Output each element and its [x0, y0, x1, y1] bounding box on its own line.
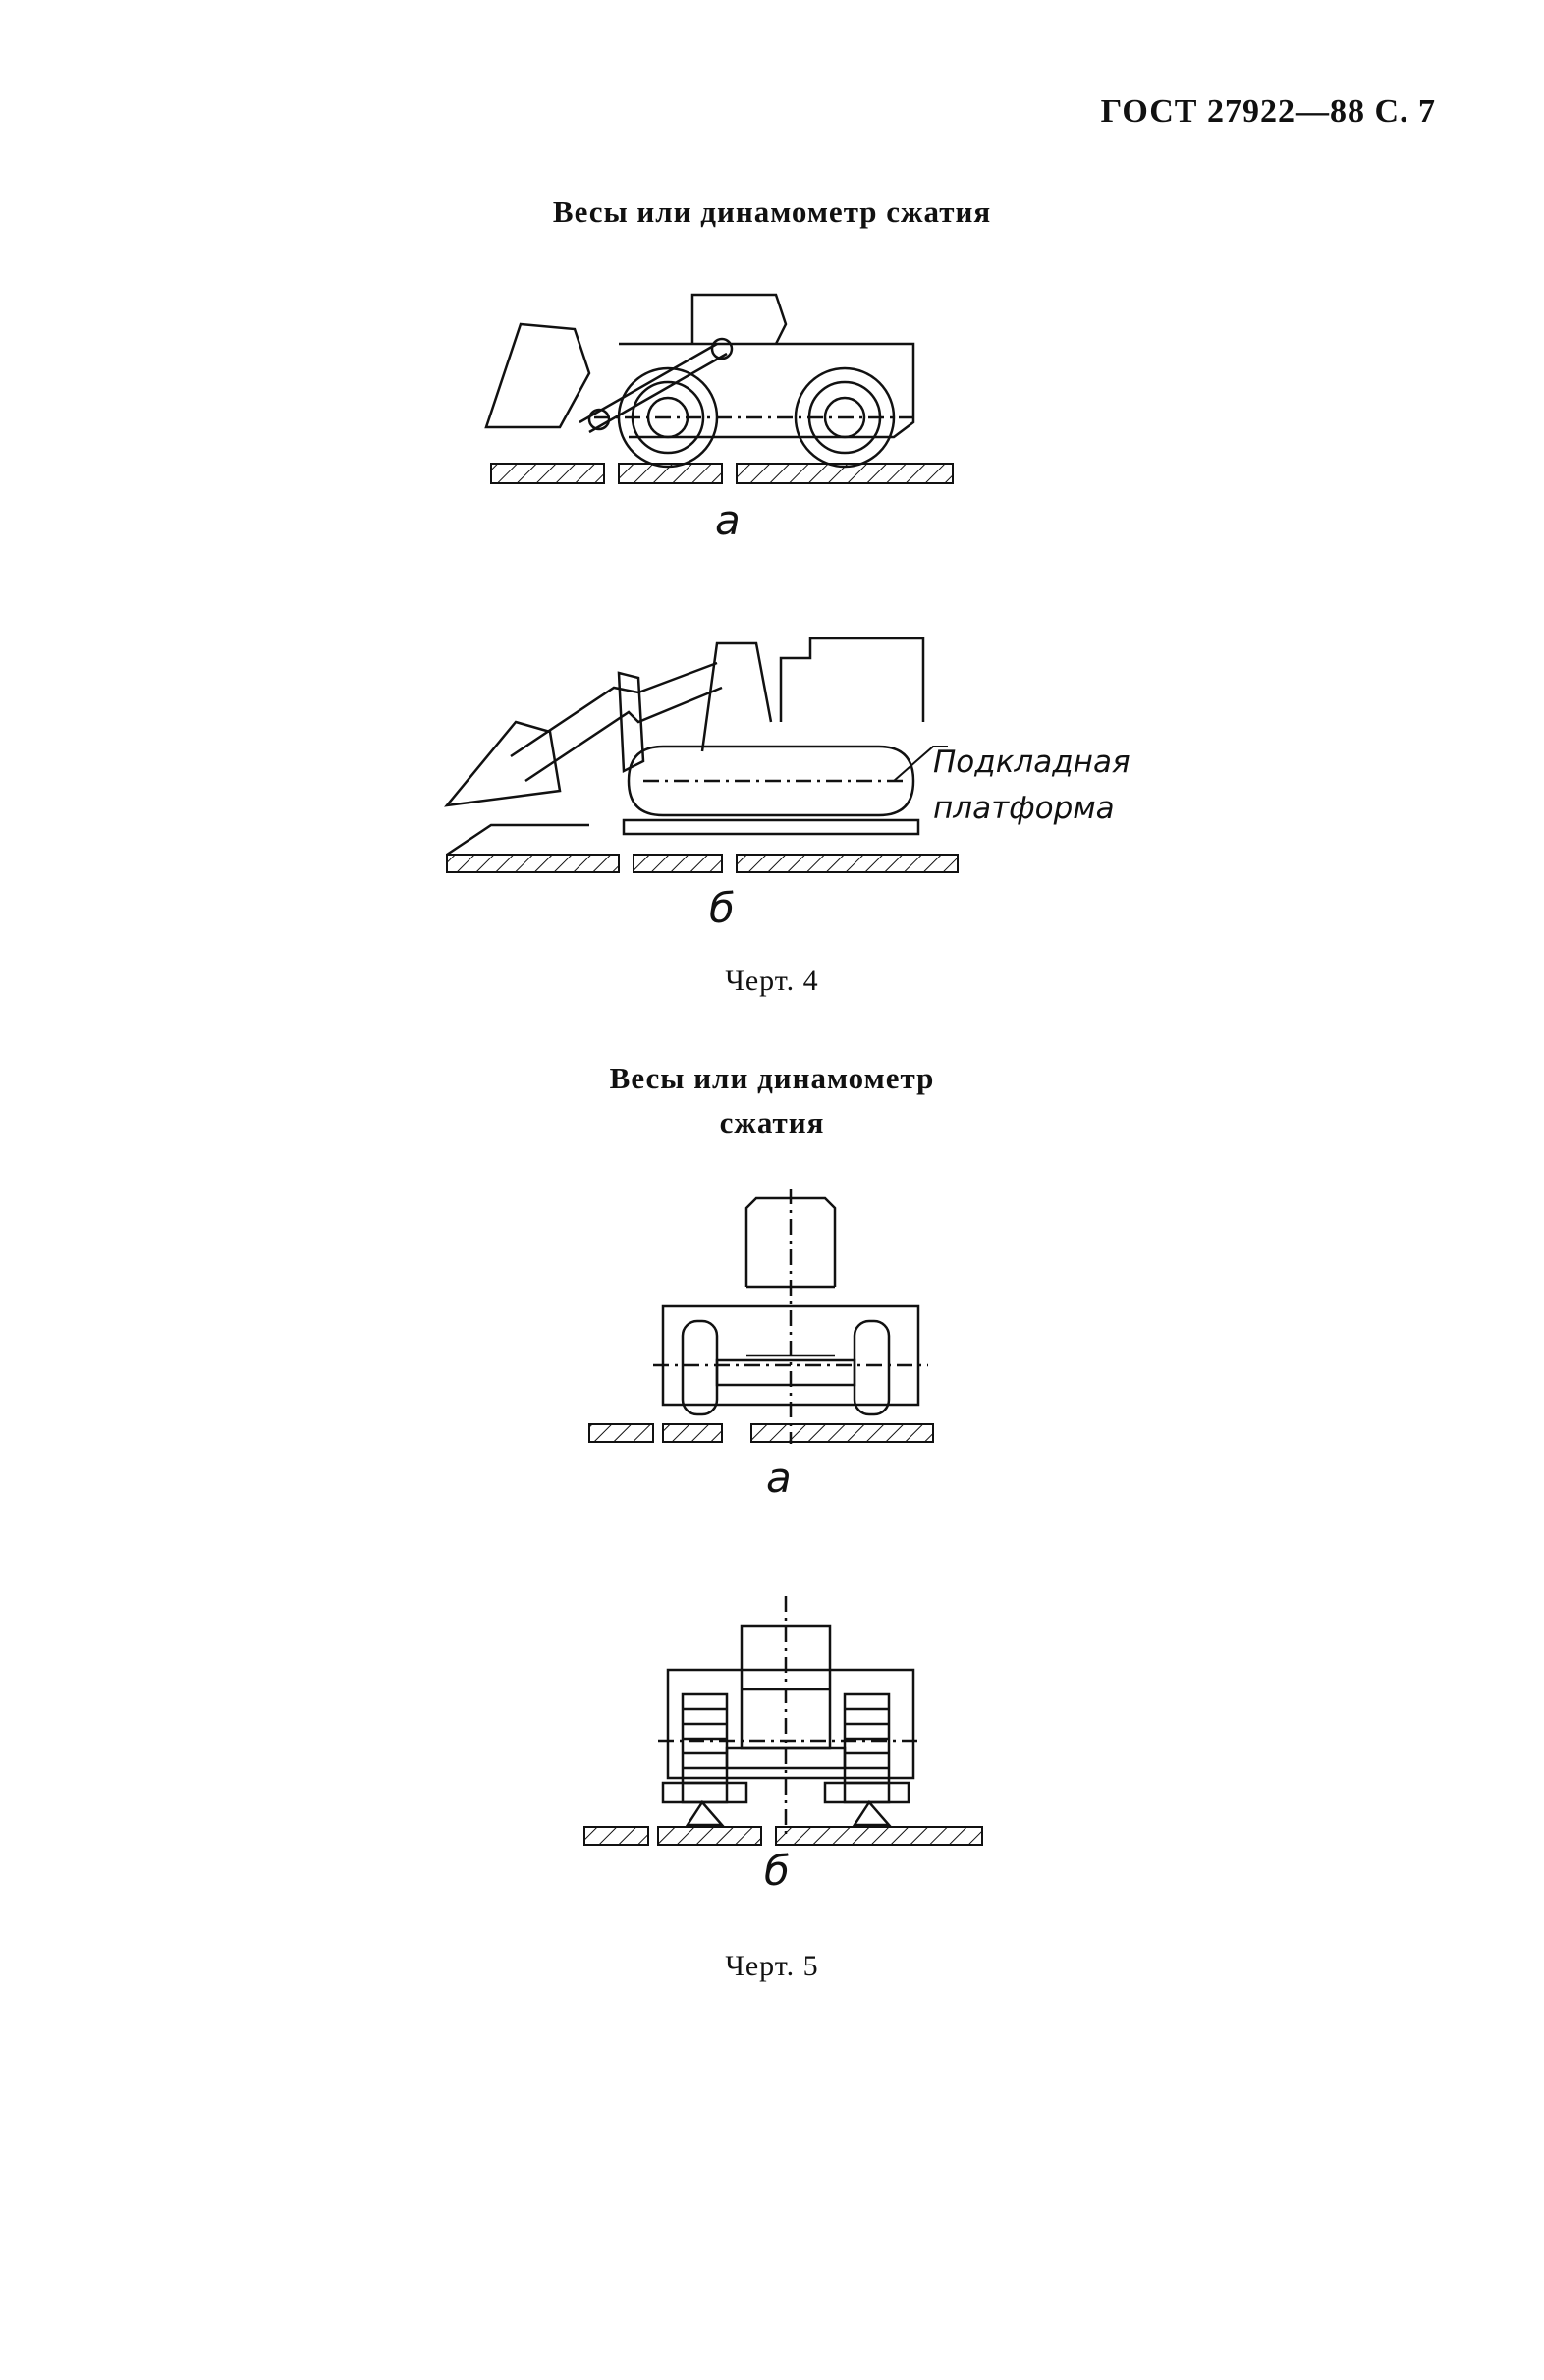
- figure4a-label: а: [715, 496, 741, 544]
- figure4-caption: Черт. 4: [725, 965, 819, 997]
- figure4b-tracked-loader-view: [442, 634, 963, 879]
- callout-line1: Подкладная: [933, 745, 1130, 780]
- figure5a-wheeled-front-view: [584, 1179, 938, 1454]
- figure5-caption: Черт. 5: [725, 1950, 819, 1982]
- page-header: ГОСТ 27922—88 С. 7: [1100, 93, 1436, 130]
- figure5-heading-line1: Весы или динамометр: [609, 1061, 935, 1095]
- figure5b-tracked-front-view: [579, 1591, 992, 1847]
- figure4a-loader-side-view: [481, 285, 963, 491]
- figure4-heading: Весы или динамометр сжатия: [552, 194, 992, 229]
- figure5-heading-line2: сжатия: [719, 1105, 825, 1139]
- callout-line2: платформа: [933, 791, 1115, 826]
- figure5a-label: а: [766, 1454, 792, 1502]
- figure4b-label: б: [709, 884, 735, 932]
- figure5b-label: б: [764, 1847, 790, 1895]
